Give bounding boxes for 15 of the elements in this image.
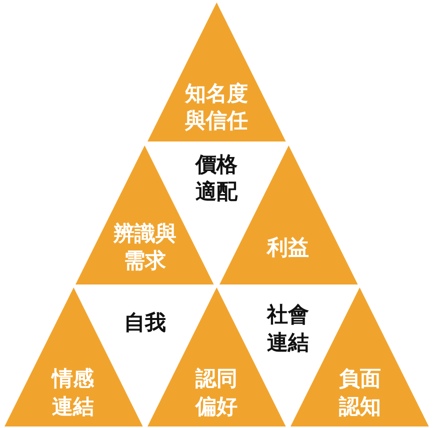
triangle-label: 認同偏好 (194, 366, 238, 420)
triangle-label: 情感連結 (51, 366, 96, 420)
triangle-panel (73, 142, 216, 286)
triangle-panel (144, 0, 288, 143)
triangle-panel (288, 285, 432, 428)
triangle-label: 價格適配 (194, 151, 239, 206)
triangle-panel (2, 285, 145, 428)
triangle-label: 利益 (266, 234, 310, 262)
triangle-panel (144, 285, 288, 428)
triangle-label: 知名度與信任 (184, 80, 249, 135)
triangle-label: 自我 (122, 310, 167, 337)
triangle-label: 社會連結 (266, 302, 310, 356)
triangle-panel (216, 142, 360, 286)
triangle-label: 負面認知 (338, 366, 382, 420)
triangle-label: 辨識與需求 (112, 220, 178, 275)
